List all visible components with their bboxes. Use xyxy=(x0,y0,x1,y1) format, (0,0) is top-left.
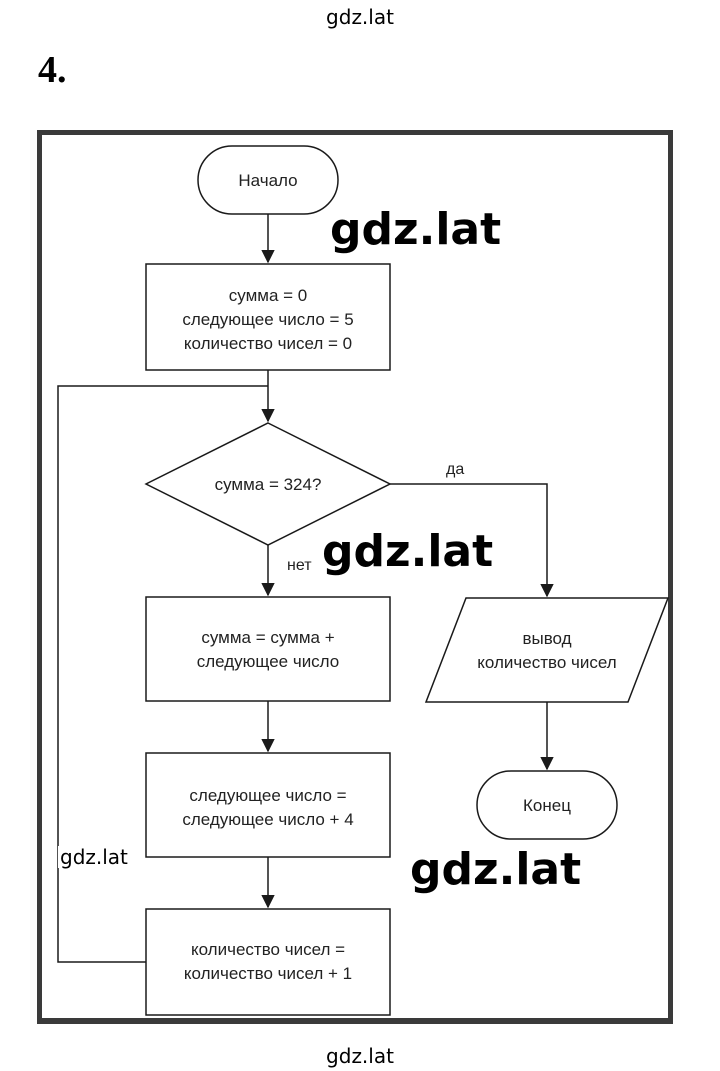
init-process-box xyxy=(145,263,391,371)
output-line-1: вывод xyxy=(522,629,571,648)
count-line-2: количество чисел + 1 xyxy=(184,964,352,983)
output-line-2: количество чисел xyxy=(477,653,616,672)
next-number-line-2: следующее число + 4 xyxy=(182,810,353,829)
watermark-overlay-3: gdz.lat xyxy=(410,844,582,895)
init-line-2: следующее число = 5 xyxy=(182,310,353,329)
arrow-yes-branch xyxy=(390,483,554,598)
watermark-overlay-1: gdz.lat xyxy=(330,204,502,255)
init-line-3: количество чисел = 0 xyxy=(184,334,352,353)
decision-label: сумма = 324? xyxy=(215,475,322,494)
add-sum-box xyxy=(145,596,391,702)
watermark-overlay-2: gdz.lat xyxy=(322,526,494,577)
start-label: Начало xyxy=(238,171,297,190)
add-sum-line-1: сумма = сумма + xyxy=(201,628,334,647)
watermark-overlay-4: gdz.lat xyxy=(58,845,130,869)
end-label: Конец xyxy=(523,796,571,815)
loop-back-connector xyxy=(57,385,268,963)
no-label: нет xyxy=(287,557,312,574)
count-line-1: количество чисел = xyxy=(191,940,345,959)
yes-label: да xyxy=(446,461,464,478)
next-number-line-1: следующее число = xyxy=(189,786,346,805)
watermark-top: gdz.lat xyxy=(326,5,394,29)
end-terminal xyxy=(476,770,618,840)
task-number: 4. xyxy=(38,49,67,91)
next-number-box xyxy=(145,752,391,858)
output-parallelogram xyxy=(424,597,670,703)
init-line-1: сумма = 0 xyxy=(229,286,307,305)
count-box xyxy=(145,908,391,1016)
watermark-bottom: gdz.lat xyxy=(326,1044,394,1068)
add-sum-line-2: следующее число xyxy=(197,652,340,671)
